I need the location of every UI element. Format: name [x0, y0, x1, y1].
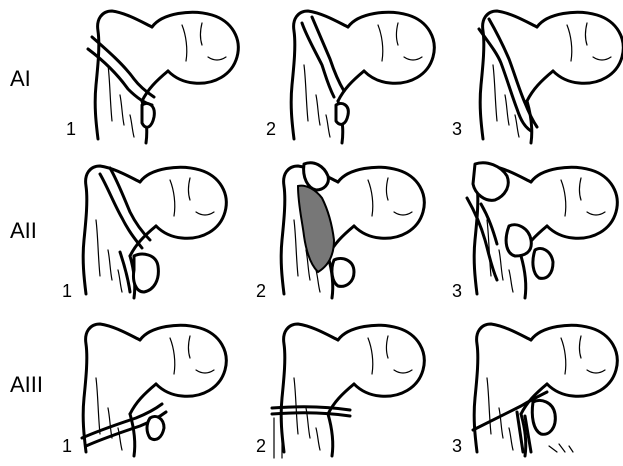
femur-aii-2 — [281, 163, 424, 298]
femur-aiii-2 — [272, 324, 424, 458]
femur-ai-3 — [479, 11, 623, 143]
femur-aiii-3 — [473, 324, 617, 456]
femur-aii-3 — [467, 163, 617, 298]
femur-aii-1 — [83, 166, 226, 298]
femur-ai-1 — [88, 11, 238, 143]
femur-ai-2 — [291, 11, 434, 143]
femur-aiii-1 — [82, 324, 226, 456]
